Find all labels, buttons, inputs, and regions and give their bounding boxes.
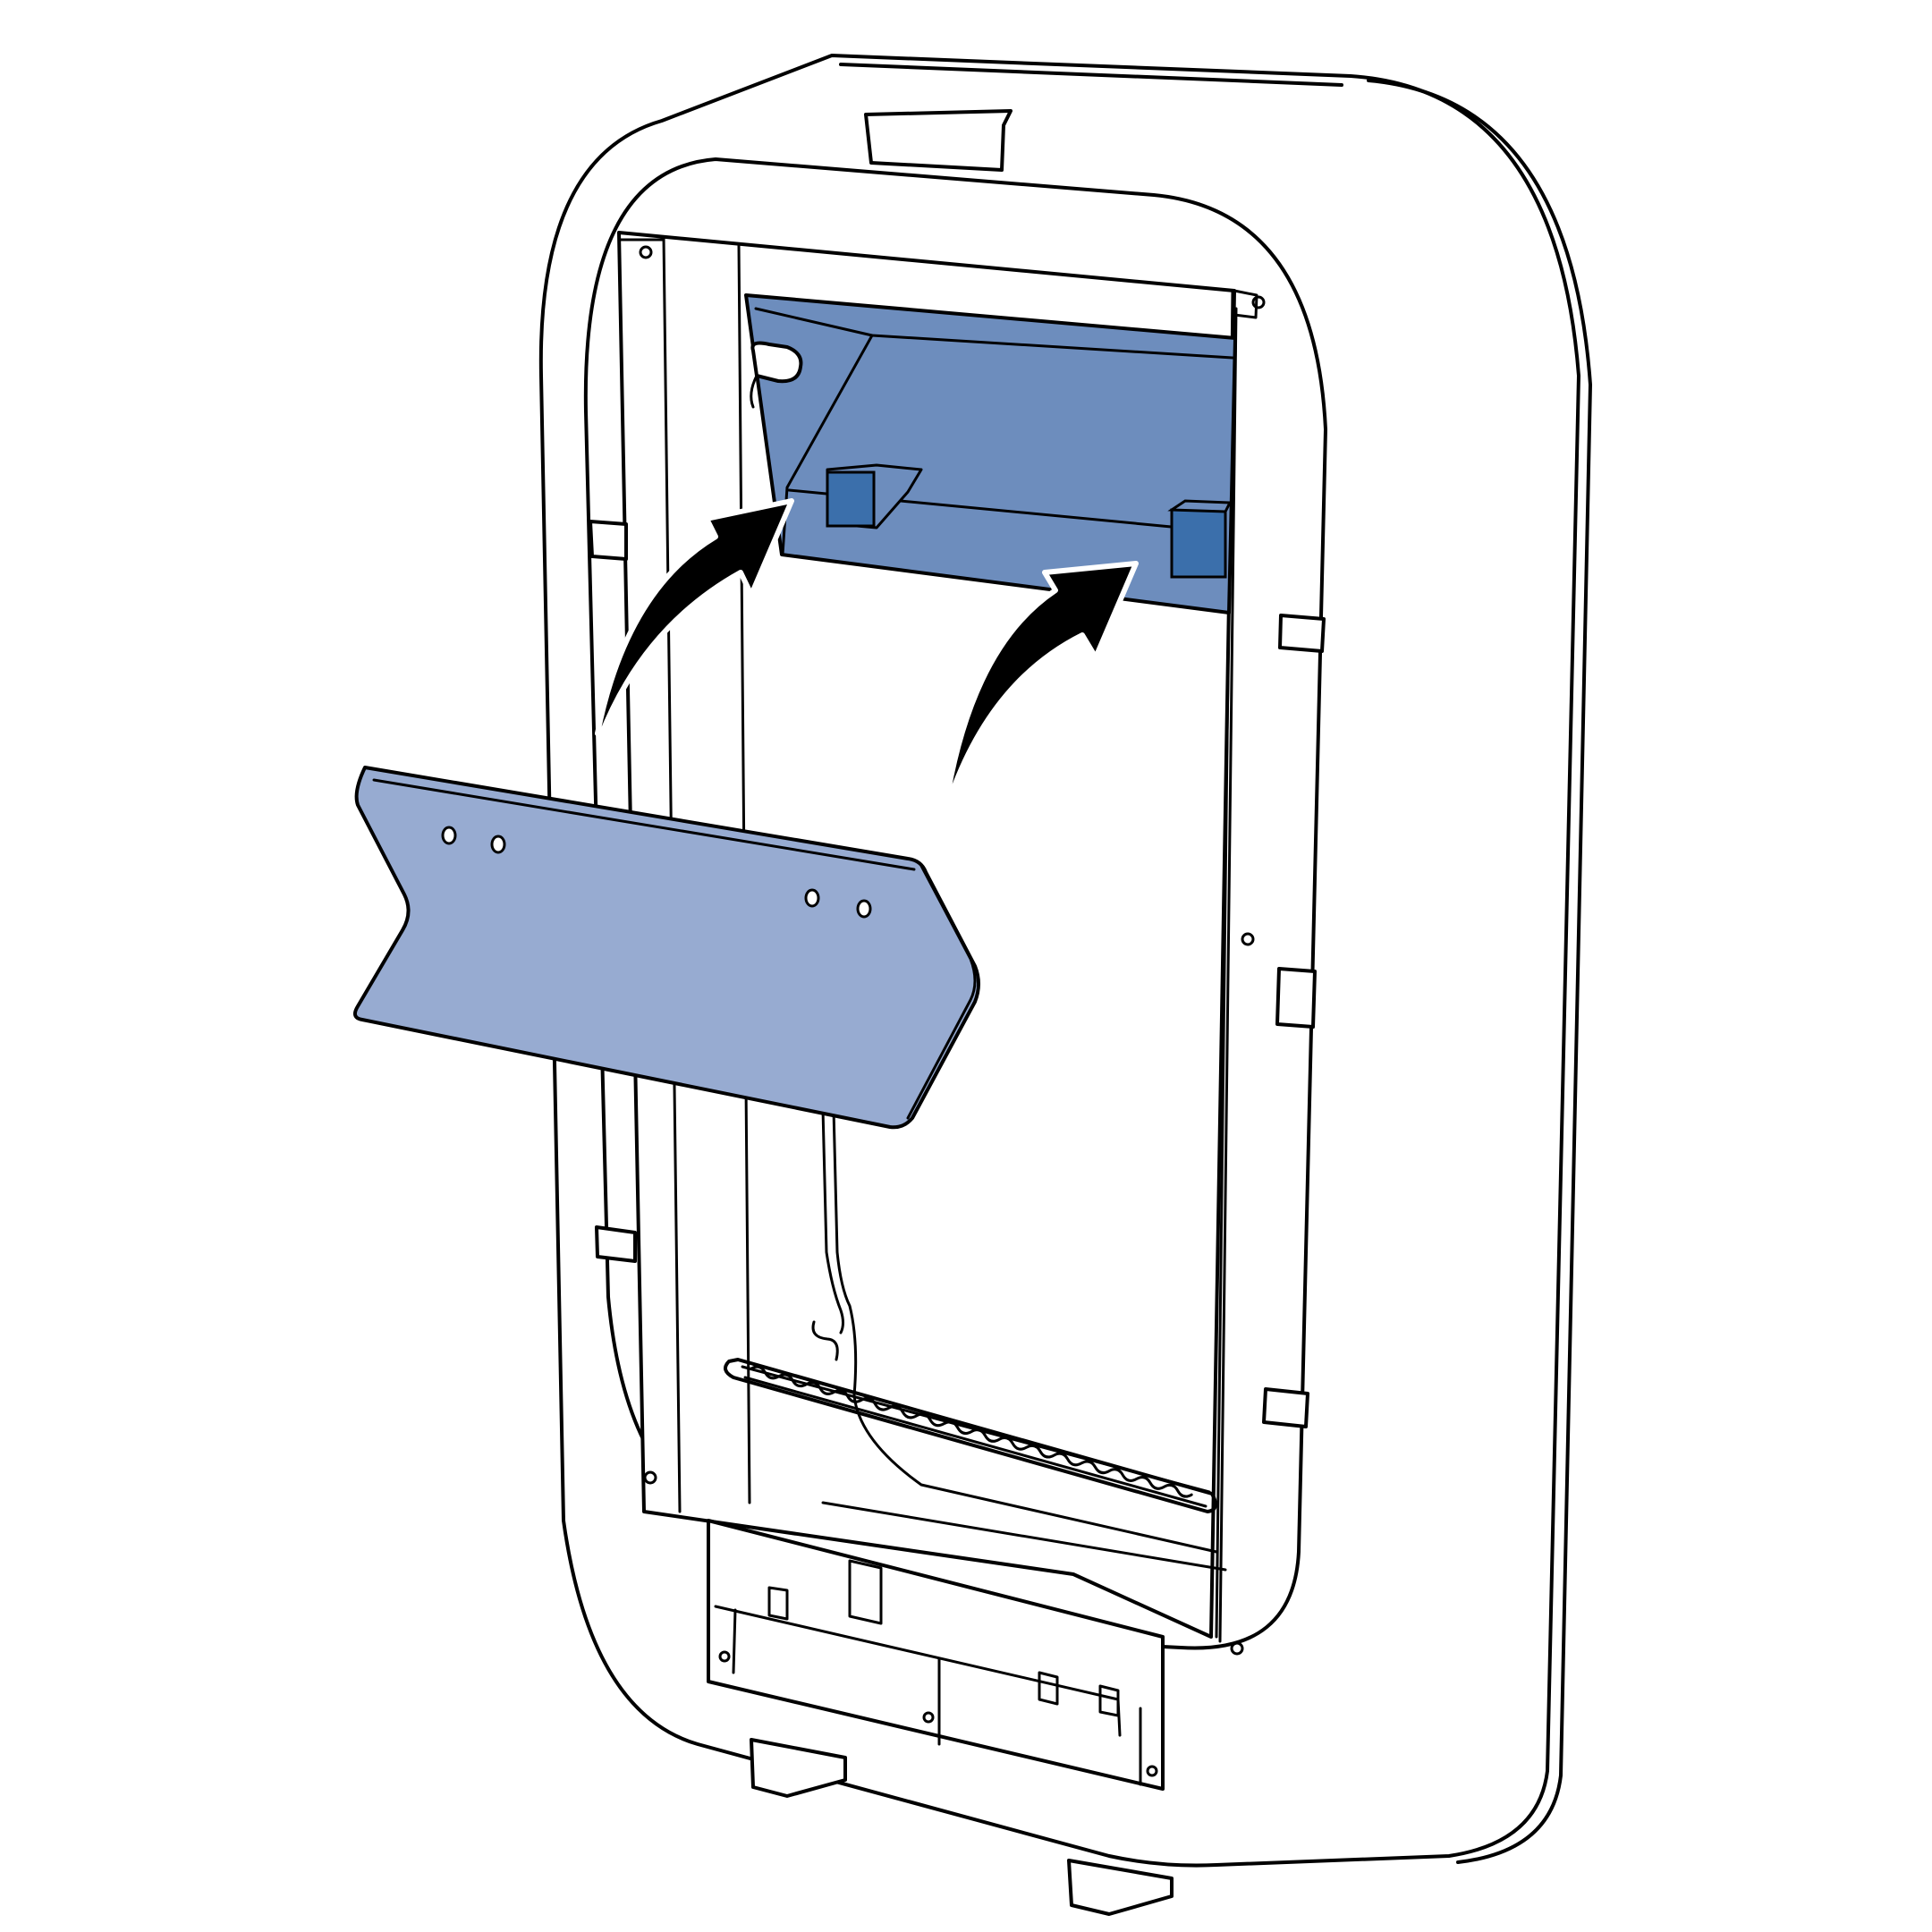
top-handle-slot xyxy=(864,109,1013,172)
curved-arrow-icon xyxy=(945,561,1139,796)
deflector-panel xyxy=(352,766,980,1130)
heater-coil-assembly xyxy=(724,1107,1227,1572)
bottom-compartment xyxy=(707,1519,1165,1791)
feet xyxy=(750,1738,1174,1916)
side-tabs xyxy=(589,520,1326,1428)
top-bracket-panel xyxy=(744,293,1237,614)
curved-arrow-icon xyxy=(595,498,794,738)
